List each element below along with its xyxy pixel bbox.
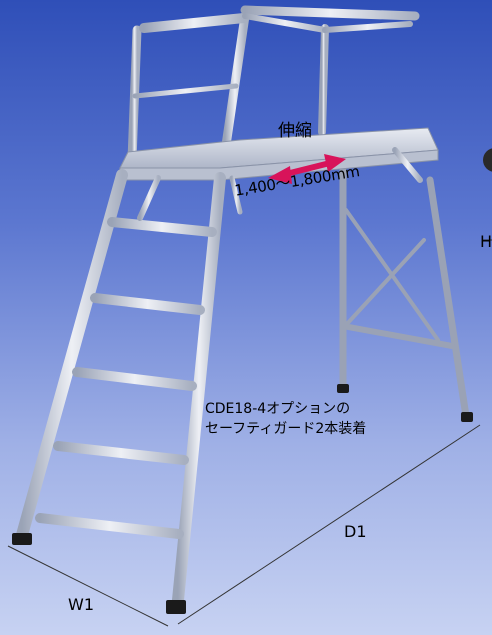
step — [90, 293, 205, 315]
step — [35, 513, 184, 539]
foot — [166, 600, 186, 614]
option-note-line-2: セーフティガード2本装着 — [205, 421, 367, 437]
extension-arrow — [268, 154, 346, 184]
w1-dimension-line — [7, 545, 169, 627]
foot — [12, 533, 32, 545]
front-ladder — [16, 147, 423, 606]
rear-crossbar — [340, 323, 455, 349]
step — [107, 217, 217, 237]
step — [53, 441, 189, 465]
rear-brace — [344, 238, 426, 327]
dimension-h-label: H — [480, 232, 492, 251]
feet — [12, 384, 473, 614]
extension-title: 伸縮 — [278, 121, 312, 141]
side-brace — [392, 147, 423, 183]
deck — [119, 127, 439, 181]
partial-object — [483, 148, 492, 172]
step — [72, 367, 197, 391]
dimension-lines — [7, 239, 492, 627]
front-right-leg — [172, 172, 226, 606]
safety-guard — [127, 5, 420, 165]
foot — [461, 412, 473, 422]
side-brace — [137, 175, 161, 221]
front-left-leg — [16, 169, 128, 541]
option-note-line-1: CDE18-4オプションの — [205, 401, 351, 417]
side-brace — [229, 175, 243, 215]
rear-frame — [339, 166, 470, 420]
option-note: CDE18-4オプションの セーフティガード2本装着 — [205, 399, 366, 439]
d1-dimension-line — [177, 424, 481, 625]
dimension-d1-label: D1 — [344, 522, 367, 541]
foot — [337, 384, 349, 393]
dimension-w1-label: W1 — [68, 595, 94, 614]
